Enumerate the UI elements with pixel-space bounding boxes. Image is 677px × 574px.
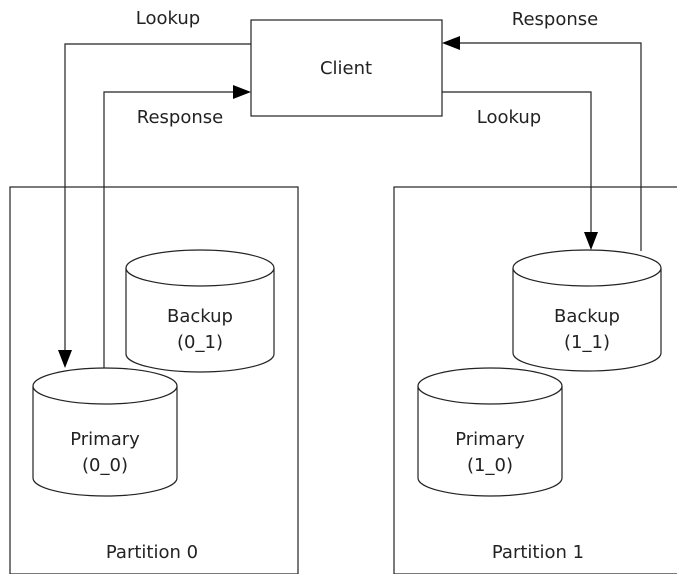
primary-0-0-id: (0_0) <box>82 455 128 476</box>
primary-0-0-cylinder <box>32 367 178 497</box>
lookup-arrow-partition-1 <box>442 91 598 250</box>
partition-0-label: Partition 0 <box>106 542 198 563</box>
client-label: Client <box>320 58 372 79</box>
backup-0-1-cylinder <box>125 249 275 373</box>
lookup-label-left: Lookup <box>136 8 200 29</box>
backup-1-1-cylinder <box>512 249 662 372</box>
primary-0-0-name: Primary <box>70 429 140 450</box>
client-box <box>250 19 443 117</box>
primary-1-0-name: Primary <box>455 429 525 450</box>
backup-0-1-name: Backup <box>167 306 233 327</box>
lookup-arrow-partition-0 <box>58 43 251 368</box>
response-arrow-partition-1 <box>442 36 642 251</box>
primary-1-0-cylinder <box>417 367 563 497</box>
primary-1-0-id: (1_0) <box>467 455 513 476</box>
response-label-right: Response <box>512 9 598 30</box>
response-arrow-partition-0 <box>103 85 251 368</box>
partition-1-label: Partition 1 <box>492 542 584 563</box>
backup-1-1-name: Backup <box>554 306 620 327</box>
backup-0-1-id: (0_1) <box>177 332 223 353</box>
backup-1-1-id: (1_1) <box>564 332 610 353</box>
response-label-left: Response <box>137 107 223 128</box>
lookup-label-right: Lookup <box>477 107 541 128</box>
